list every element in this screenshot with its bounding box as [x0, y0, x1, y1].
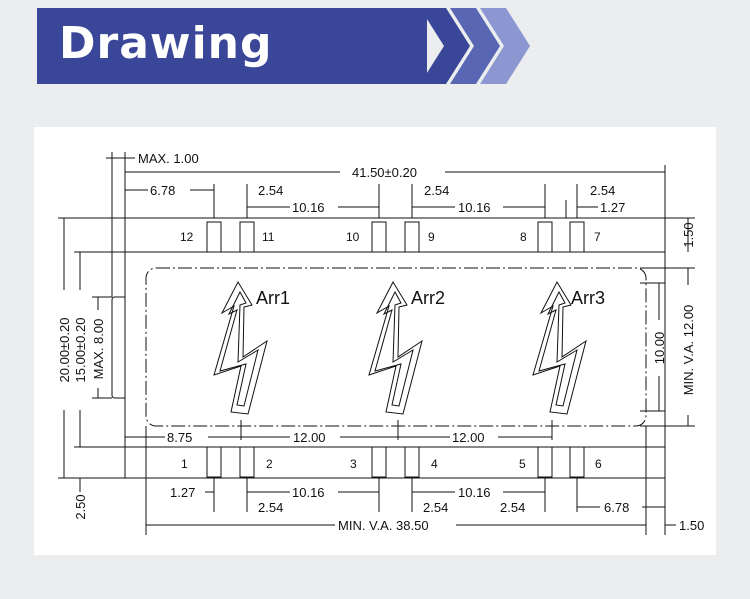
- dimension-label: 12.00: [293, 430, 326, 445]
- chevron-arrows-icon: [420, 8, 530, 84]
- page-title: Drawing: [59, 18, 273, 69]
- pin-label: 5: [519, 457, 526, 471]
- dimension-label: 2.54: [424, 183, 449, 198]
- pin-label: 4: [431, 457, 438, 471]
- pin-label: 1: [181, 457, 188, 471]
- pin-label: 7: [594, 230, 601, 244]
- dimension-label: 2.54: [258, 183, 283, 198]
- pin-label: 3: [350, 457, 357, 471]
- pin-label: 12: [180, 230, 194, 244]
- right-dimensions: [640, 217, 695, 427]
- dimension-label: 1.27: [600, 200, 625, 215]
- dimension-label: 1.50: [679, 518, 704, 533]
- module-outline: [111, 217, 666, 479]
- viewing-area: [145, 267, 647, 427]
- dimension-label: 41.50±0.20: [352, 165, 417, 180]
- dimension-label: 2.54: [500, 500, 525, 515]
- dimension-label: 10.00: [652, 332, 667, 365]
- dimension-label: 10.16: [292, 485, 325, 500]
- technical-drawing: 12 11 10 9 8 7 1 2 3 4 5 6 Arr1 Arr2 Arr…: [57, 151, 704, 535]
- array-label: Arr1: [256, 288, 290, 308]
- pitch-dimensions: [125, 420, 553, 440]
- pin-label: 9: [428, 230, 435, 244]
- dimension-label: 1.27: [170, 485, 195, 500]
- dimension-label: MAX. 1.00: [138, 151, 199, 166]
- bottom-pins: [206, 446, 585, 478]
- dimension-label: MAX. 8.00: [91, 319, 106, 380]
- arrow-symbol-icon: [368, 280, 423, 415]
- dimension-label: 2.54: [423, 500, 448, 515]
- dimension-label: 10.16: [458, 200, 491, 215]
- header-banner: Drawing: [37, 8, 427, 84]
- array-label: Arr3: [571, 288, 605, 308]
- dimension-label: 1.50: [681, 222, 696, 247]
- dimension-label: 6.78: [150, 183, 175, 198]
- dimension-label: MIN. V.A. 12.00: [681, 305, 696, 396]
- pin-label: 10: [346, 230, 360, 244]
- pin-label: 2: [266, 457, 273, 471]
- top-dimensions: [106, 152, 666, 297]
- dimension-label: 6.78: [604, 500, 629, 515]
- pin-label: 6: [595, 457, 602, 471]
- array-label: Arr2: [411, 288, 445, 308]
- dimension-label: 2.50: [73, 494, 88, 519]
- bottom-dimensions: [145, 426, 676, 535]
- pin-label: 11: [262, 230, 275, 244]
- dimension-label: 2.54: [590, 183, 615, 198]
- dimension-label: MIN. V.A. 38.50: [338, 518, 429, 533]
- arrow-symbol-icon: [532, 280, 587, 415]
- dimension-label: 20.00±0.20: [57, 318, 72, 383]
- top-pins: [206, 221, 585, 253]
- dimension-label: 10.16: [292, 200, 325, 215]
- dimension-label: 12.00: [452, 430, 485, 445]
- arrow-symbol-icon: [213, 280, 268, 415]
- dimension-label: 15.00±0.20: [73, 318, 88, 383]
- dimension-label: 10.16: [458, 485, 491, 500]
- left-dimensions: [58, 217, 125, 492]
- pin-label: 8: [520, 230, 527, 244]
- dimension-label: 2.54: [258, 500, 283, 515]
- dimension-label: 8.75: [167, 430, 192, 445]
- drawing-panel: 12 11 10 9 8 7 1 2 3 4 5 6 Arr1 Arr2 Arr…: [34, 127, 716, 555]
